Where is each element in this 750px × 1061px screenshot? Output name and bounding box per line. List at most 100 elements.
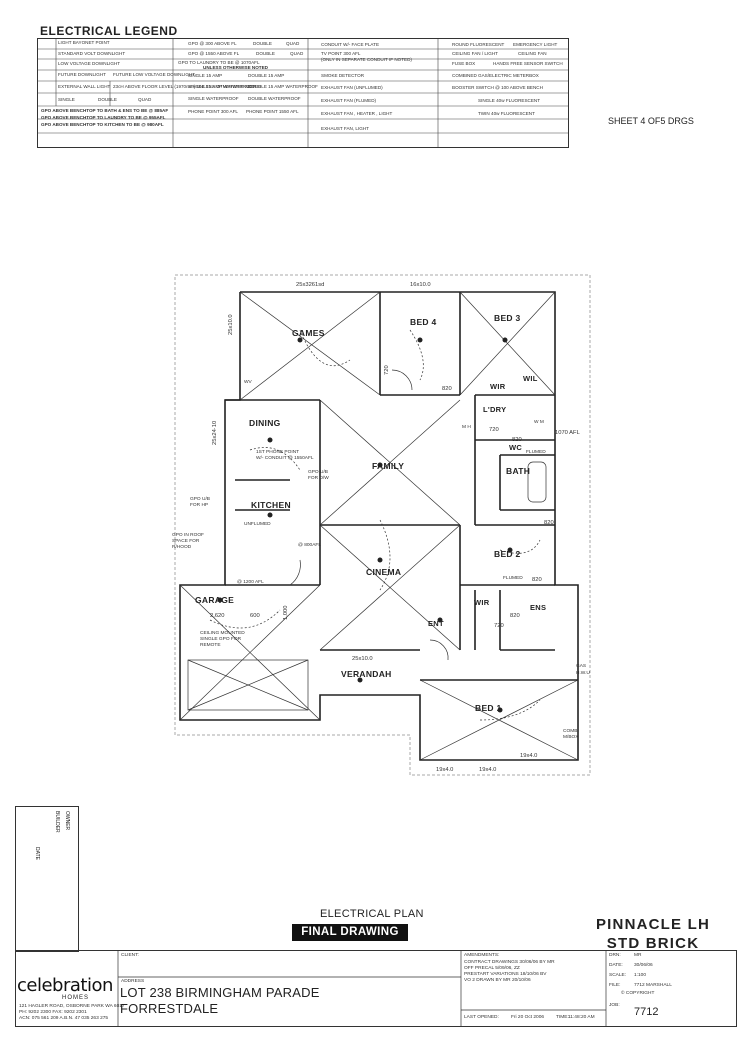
room-dining: DINING xyxy=(249,418,281,428)
room-verandah: VERANDAH xyxy=(341,669,392,679)
room-wir-1: WIR xyxy=(490,382,506,391)
dim-garage-a: 600 xyxy=(250,613,260,619)
company-logo: celebration xyxy=(17,975,113,996)
legend-c2-6: GPO TO LAUNDRY TO BE @ 1070AFL xyxy=(178,60,260,65)
side-owner-label: OWNER xyxy=(64,811,70,831)
dim-820-b: 820 xyxy=(512,437,522,443)
legend-c4-3: CEILING FAN xyxy=(518,51,547,56)
legend-c3-1: TV POINT 300 AFL xyxy=(321,51,361,56)
room-bed1: BED 1 xyxy=(475,703,502,713)
address-line-1: LOT 238 BIRMINGHAM PARADE xyxy=(120,985,320,1000)
legend-c4-7: BOOSTER SWITCH @ 100 ABOVE BENCH xyxy=(452,85,543,90)
dim-720-c: 720 xyxy=(494,623,504,629)
note-gpo-roof: GPO IN ROOF xyxy=(172,533,204,538)
note-phone-1: 1ST PHONE POINT xyxy=(256,450,300,455)
note-unflumed: UNFLUMED xyxy=(244,522,271,527)
legend-c2-11: DOUBLE 15 AMP WATERPROOF xyxy=(248,84,318,89)
note-hwu: H.W.U xyxy=(576,671,590,676)
room-wir-2: WIR xyxy=(474,598,490,607)
note-wm: W M xyxy=(534,420,544,425)
room-bath: BATH xyxy=(506,466,531,476)
legend-c4-8: SINGLE 40w FLUORESCENT xyxy=(478,98,541,103)
legend-c3-4: EXHAUST FAN (UNFLUMED) xyxy=(321,85,383,90)
room-wil: WIL xyxy=(523,374,538,383)
legend-c2-5: QUAD xyxy=(290,51,304,56)
legend-c3-0: CONDUIT W/- FACE PLATE xyxy=(321,42,380,47)
job-number: 7712 xyxy=(634,1006,659,1018)
note-gpo-dw-2: FOR D/W xyxy=(308,476,329,481)
company-logo-sub: HOMES xyxy=(62,995,90,1001)
legend-gpo-note-2: GPO ABOVE BENCHTOP TO KITCHEN TO BE @ 98… xyxy=(41,122,164,127)
legend-c2-7: UNLESS OTHERWISE NOTED xyxy=(203,65,268,70)
site-address: LOT 238 BIRMINGHAM PARADE FORRESTDALE xyxy=(120,985,320,1017)
dim-bottom-3: 19x4.0 xyxy=(520,753,538,759)
room-garage: GARAGE xyxy=(195,595,235,605)
legend-c1-3: FUTURE DOWNLIGHT xyxy=(58,72,106,77)
model-line-1: PINNACLE LH xyxy=(595,916,711,933)
legend-c2-10: SINGLE 15 AMP WATERPROOF xyxy=(188,84,256,89)
electrical-legend: LIGHT BAYONET POINT STANDARD VOLT DOWNLI… xyxy=(37,38,569,148)
legend-c1x-3: QUAD xyxy=(138,97,152,102)
note-gpo-hp-2: FOR HP xyxy=(190,503,209,508)
legend-c1x-1: 23cH ABOVE FLOOR LEVEL (1970mm) UNLESS O… xyxy=(113,84,262,89)
side-builder-label: BUILDER xyxy=(54,811,60,833)
legend-c2-9: DOUBLE 15 AMP xyxy=(248,73,285,78)
legend-c4-4: FUSE BOX xyxy=(452,61,476,66)
dim-bottom-1: 19x4.0 xyxy=(436,767,454,773)
address-label: ADDRESS xyxy=(121,979,145,984)
note-phone-2: W/- CONDUIT @ 1550AFL xyxy=(256,456,314,461)
legend-c2-0: GPO @ 300 ABOVE FL xyxy=(188,41,237,46)
legend-gpo-note-1: GPO ABOVE BENCHTOP TO LAUNDRY TO BE @ 95… xyxy=(41,115,166,120)
amendment-2: OFF PRECAL 5/09/06, ZZ xyxy=(464,966,520,971)
legend-c1-5: SINGLE xyxy=(58,97,75,102)
legend-c2-8: SINGLE 15 AMP xyxy=(188,73,223,78)
last-opened-value: Fri 20 Oct 2006 xyxy=(511,1015,545,1020)
amendment-3: PRESTART VARIATIONS 18/10/06 BV xyxy=(464,972,547,977)
dim-820-e: 820 xyxy=(510,613,520,619)
company-phone: PH: 9202 2300 FAX: 9202 2301 xyxy=(19,1010,87,1015)
legend-c1-0: LIGHT BAYONET POINT xyxy=(58,40,110,45)
dim-820-c: 820 xyxy=(544,520,554,526)
legend-c2-1: DOUBLE xyxy=(253,41,272,46)
room-kitchen: KITCHEN xyxy=(251,500,291,510)
owner-builder-box: OWNER BUILDER DATE xyxy=(15,806,79,952)
note-ceiling-2: SINGLE GPO FOR xyxy=(200,637,242,642)
legend-title: ELECTRICAL LEGEND xyxy=(40,24,178,38)
legend-c4-9: TWIN 40w FLUORESCENT xyxy=(478,111,535,116)
note-gas: GAS xyxy=(576,664,587,669)
address-line-2: FORRESTDALE xyxy=(120,1001,219,1016)
legend-c2-12: SINGLE WATERPROOF xyxy=(188,96,239,101)
title-block: CLIENT: ADDRESS AMENDMENTS: CONTRACT DRA… xyxy=(15,950,737,1027)
note-gpo-dw-1: GPO U/B xyxy=(308,470,328,475)
house-model: PINNACLE LH STD BRICK xyxy=(588,915,718,953)
dim-720-b: 720 xyxy=(489,427,499,433)
legend-c4-2: CEILING FAN / LIGHT xyxy=(452,51,498,56)
legend-c4-6: COMBINED GAS/ELECTRIC METERBOX xyxy=(452,73,539,78)
legend-c1-1: STANDARD VOLT DOWNLIGHT xyxy=(58,51,126,56)
legend-c3-7: EXHAUST FAN, LIGHT xyxy=(321,126,369,131)
dim-720-a: 720 xyxy=(384,365,390,375)
title-block-grid xyxy=(117,951,607,1026)
legend-c4-0: ROUND FLUORESCENT xyxy=(452,42,505,47)
room-laundry: L'DRY xyxy=(483,405,507,414)
note-wv: WV xyxy=(244,380,252,385)
legend-c2-15: PHONE POINT 1550 AFL xyxy=(246,109,299,114)
room-games: GAMES xyxy=(292,328,325,338)
company-address: 121 HAGLER ROAD, OSBORNE PARK WA 6017 xyxy=(19,1004,125,1009)
model-line-2: STD BRICK xyxy=(606,935,700,952)
company-acn: ACN: 075 561 209 A.B.N. 47 035 263 275 xyxy=(19,1016,109,1021)
legend-c1-4: EXTERNAL WALL LIGHT xyxy=(58,84,111,89)
room-entry: ENT xyxy=(428,619,444,628)
dim-games-side: 25x10.0 xyxy=(228,314,234,335)
amendment-1: CONTRACT DRAWINGS 30/06/06 BY MR xyxy=(464,960,555,965)
legend-c3-5: EXHAUST FAN (FLUMED) xyxy=(321,98,377,103)
note-flumed-1: FLUMED xyxy=(526,450,546,455)
file-value: 7712 MARSHALL xyxy=(634,983,672,988)
legend-c1x-0: FUTURE LOW VOLTAGE DOWNLIGHT xyxy=(113,72,196,77)
legend-c2-4: DOUBLE xyxy=(256,51,275,56)
scale-value: 1:100 xyxy=(634,973,647,978)
room-wc: WC xyxy=(509,443,523,452)
note-comb: COMB xyxy=(563,729,578,734)
legend-c2-3: GPO @ 1550 ABOVE FL xyxy=(188,51,240,56)
